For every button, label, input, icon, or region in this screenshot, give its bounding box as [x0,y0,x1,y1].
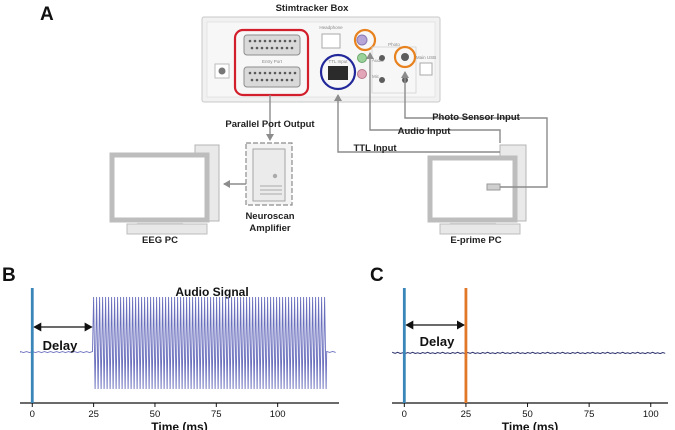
photo-port-group [371,46,417,94]
connector-pins [248,39,297,82]
eprime-pc-icon [427,144,527,235]
photo-label: Photo [388,42,400,47]
x-tick-label: 25 [461,409,472,420]
audio-jack-icon [357,53,367,63]
ttl-input-wire [334,94,500,153]
photo-sensor-label: Photo Sensor Input [432,112,520,123]
x-tick-label: 100 [643,409,659,420]
audio-jack-icon [356,34,368,46]
audio-input-wire [366,52,501,143]
neuroscan-amplifier-icon [245,142,293,206]
photo-sensor-trace [392,351,666,355]
box-title: Stimtracker Box [276,3,350,14]
panel-letter-a: A [40,4,54,25]
mic-label: Mic [372,74,380,79]
headphone-port-icon [321,33,341,49]
photo-highlight [393,45,417,69]
delay-label-c: Delay [420,334,455,349]
x-tick-label: 75 [211,409,222,420]
entry-port-label: Entry Port [262,59,283,64]
amplifier-label-2: Amplifier [249,223,290,234]
rj45-port-icon [328,66,348,80]
x-tick-label: 0 [402,409,407,420]
x-axis-title: Time (ms) [151,420,207,430]
panel-a: A Stimtracker Box Entry Port Headphone [40,3,548,246]
photo-port-icon [401,53,409,61]
audio-highlight [353,28,377,52]
panel-letter-c: C [370,265,384,286]
audio-signal-label: Audio Signal [175,285,248,299]
power-jack-pin-icon [218,67,226,75]
main-usb-label: Main USB [416,55,436,60]
x-tick-label: 100 [270,409,286,420]
audio-label: Audio [372,58,384,63]
audio-input-label: Audio Input [398,126,452,137]
photo-port-icon [379,55,385,61]
usb-port-icon [419,62,433,76]
delay-label-b: Delay [43,338,78,353]
panel-letter-b: B [2,265,16,286]
ttl-port-label: TTL Input [328,59,348,64]
parallel-port-label: Parallel Port Output [225,119,315,130]
eprime-pc-label: E-prime PC [450,235,501,246]
ttl-highlight [319,53,357,91]
x-tick-label: 50 [150,409,161,420]
amplifier-label-1: Neuroscan [245,211,294,222]
x-tick-label: 25 [88,409,99,420]
x-tick-label: 50 [522,409,533,420]
db25-connector-icon [243,66,301,88]
db25-connector-icon [243,34,301,56]
x-tick-label: 75 [584,409,595,420]
eeg-pc-label: EEG PC [142,235,178,246]
mic-jack-icon [357,69,367,79]
audio-signal-trace [20,296,336,390]
headphone-label: Headphone [319,25,343,30]
ttl-input-label: TTL Input [353,143,397,154]
eeg-pc-icon [109,144,220,235]
photo-port-icon [379,77,385,83]
photo-sensor-wire [401,71,548,188]
parallel-port-highlight [233,28,310,97]
x-tick-label: 0 [30,409,35,420]
x-axis-title: Time (ms) [502,420,558,430]
stimtracker-box: Entry Port Headphone TTL Input Audio Mic [201,16,441,103]
